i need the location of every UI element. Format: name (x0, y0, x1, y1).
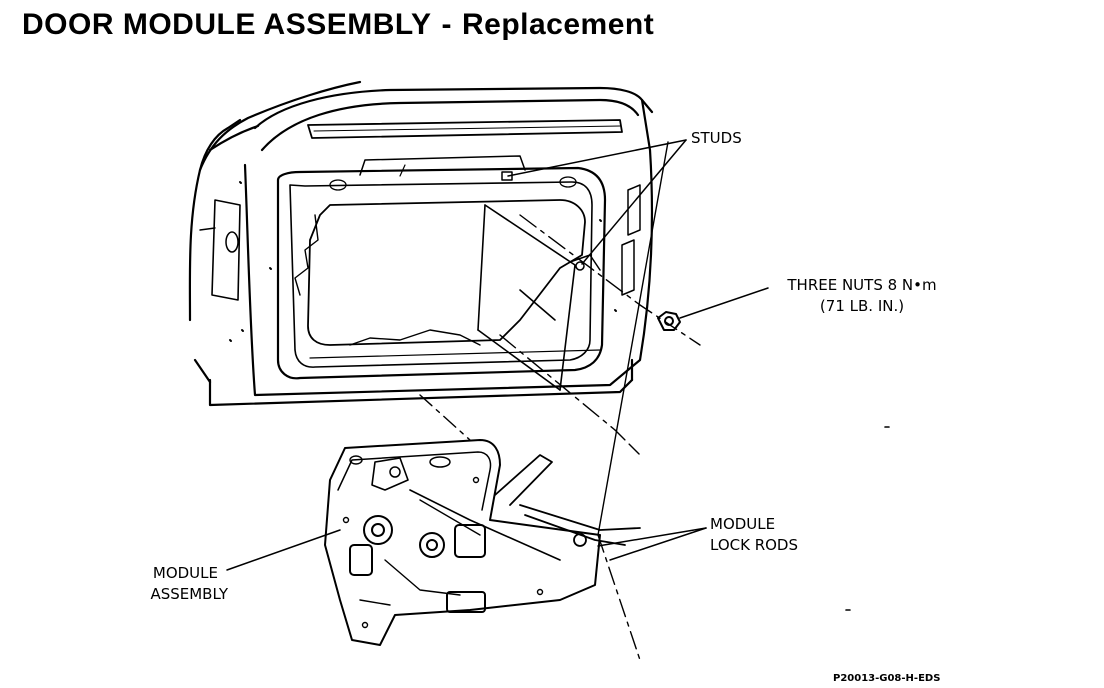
module-phantom-panel (477, 204, 576, 391)
callout-leaders (226, 139, 769, 571)
three-nuts-torque-metric: THREE NUTS 8 N•m (787, 276, 937, 294)
stray-marks (845, 426, 890, 611)
studs-label: STUDS (691, 129, 742, 147)
page-title: DOOR MODULE ASSEMBLY-Replacement (22, 8, 654, 42)
title-main: DOOR MODULE ASSEMBLY (22, 8, 432, 41)
module-assembly-drawing (324, 439, 641, 646)
title-separator: - (441, 8, 452, 41)
three-nuts-label: THREE NUTS 8 N•m (71 LB. IN.) (772, 275, 952, 317)
lock-rods-line2: LOCK RODS (710, 536, 799, 554)
module-assembly-line2: ASSEMBLY (150, 585, 228, 603)
lock-rods-line1: MODULE (710, 515, 776, 533)
door-frame (188, 80, 654, 407)
alignment-lines (419, 141, 701, 661)
three-nuts-torque-imperial: (71 LB. IN.) (819, 297, 905, 315)
figure-id: P20013-G08-H-EDS (833, 673, 941, 684)
module-assembly-line1: MODULE (152, 564, 218, 582)
nut-icon (657, 311, 681, 331)
module-assembly-label: MODULE ASSEMBLY (128, 563, 228, 605)
title-sub: Replacement (461, 8, 655, 41)
module-lock-rods-label: MODULE LOCK RODS (710, 514, 798, 556)
